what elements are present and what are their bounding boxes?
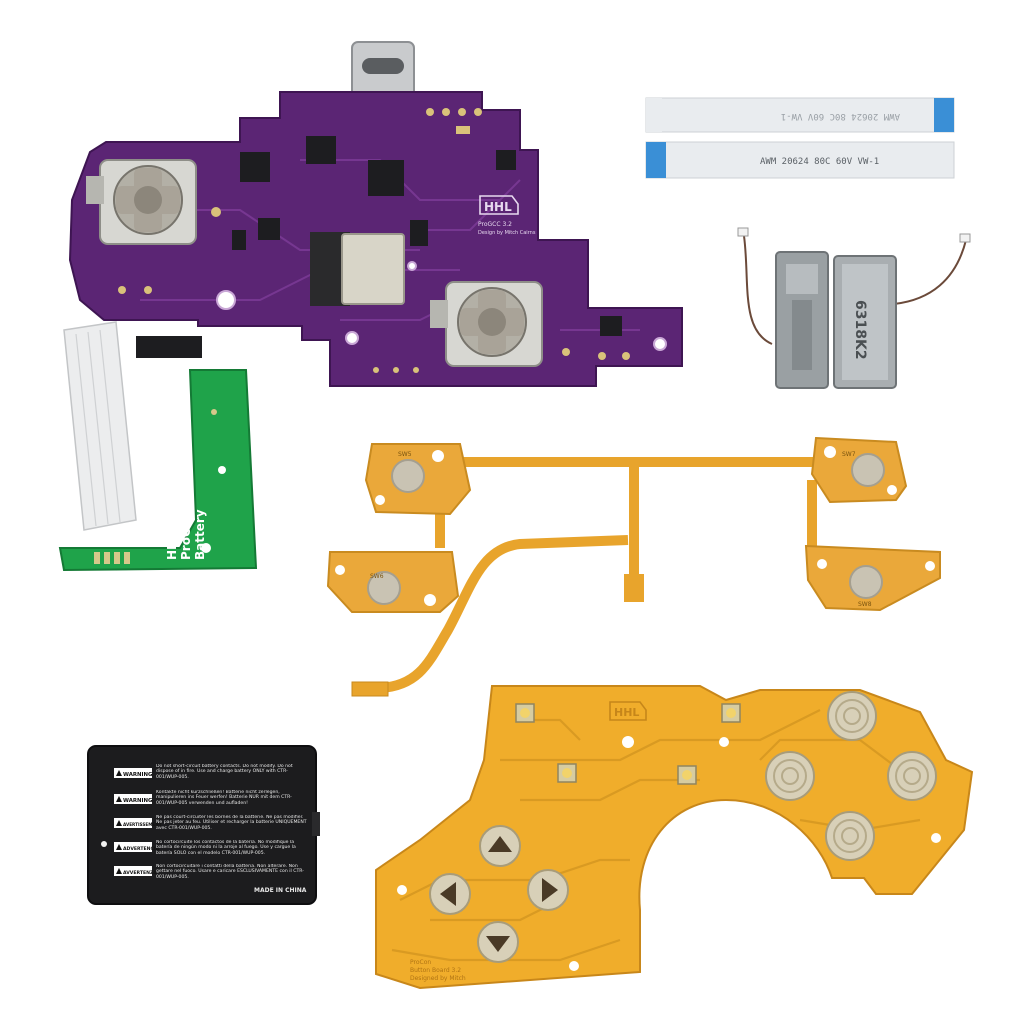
wireless-module — [310, 232, 405, 306]
flex-label-sw8: SW8 — [858, 601, 872, 608]
warning-badge: AVERTISSEMENT — [114, 818, 162, 828]
rumble-motor-marking: 6318K2 — [852, 300, 868, 360]
main-board-logo: HHL — [479, 195, 519, 215]
main-controller-board: HHL ProGCC 3.2 Design by Mitch Cairns — [68, 41, 683, 387]
button-board-logo-text: HHL — [614, 706, 639, 719]
tact-switch — [721, 703, 741, 723]
dpad-up-pad — [479, 825, 521, 867]
ffc-ribbon-cables: AWM 20624 80C 60V VW-1 AWM 20624 80C 60V… — [645, 97, 955, 179]
battery-board-brand: HHL — [165, 532, 179, 560]
warning-text-es: No cortocircuite los contactos de la bat… — [156, 840, 296, 856]
button-board: HHL ProCon Button Board 3.2 Designed by … — [375, 685, 974, 990]
flex-pad-top-left: SW5 — [364, 443, 472, 516]
flex-label-sw5: SW5 — [398, 451, 412, 458]
flex-pad-top-right: SW7 — [810, 436, 908, 504]
battery-board-line1: ProCon — [179, 511, 193, 560]
dpad-left-pad — [429, 873, 471, 915]
left-joystick — [86, 159, 197, 245]
warning-text-fr: Ne pas court-circuiter les bornes de la … — [156, 815, 307, 831]
rumble-motors: 6318K2 — [737, 227, 971, 389]
tact-switches — [515, 703, 741, 785]
ffc-bottom-marking: AWM 20624 80C 60V VW-1 — [760, 157, 879, 167]
trigger-flex-cable: SW5 SW6 SW7 SW8 — [326, 436, 941, 697]
button-board-holes — [397, 736, 941, 971]
flex-pad-bottom-left: SW6 — [326, 551, 460, 613]
face-button-pad-x — [827, 691, 877, 741]
rumble-motor-left — [775, 251, 829, 389]
warning-badge: WARNING — [114, 794, 153, 804]
main-board-holes — [216, 261, 667, 351]
ffc-top-marking: AWM 20624 80C 60V VW-1 — [781, 111, 900, 121]
warning-badge-text: WARNING — [123, 772, 153, 778]
face-button-pads — [765, 691, 937, 861]
rumble-motor-right: 6318K2 — [833, 255, 897, 389]
battery-board: HHL ProCon Battery — [58, 369, 258, 572]
battery-warning-texts: Do not short-circuit battery contacts. D… — [156, 764, 307, 880]
main-board-pads — [118, 108, 630, 373]
face-button-pad-y — [765, 751, 815, 801]
battery-warning-badges: WARNING WARNING AVERTISSEMENT ADVERTENCI… — [114, 768, 162, 876]
flex-label-sw7: SW7 — [842, 451, 856, 458]
dpad-right-pad — [527, 869, 569, 911]
warning-badge-text: AVERTISSEMENT — [123, 822, 162, 827]
warning-badge: WARNING — [114, 768, 153, 778]
battery-made-in: MADE IN CHINA — [254, 887, 307, 894]
main-board-credit: Design by Mitch Cairns — [478, 230, 536, 236]
warning-badge-text: ADVERTENCIA — [123, 846, 160, 852]
flex-label-sw6: SW6 — [370, 573, 384, 580]
main-board-title: ProGCC 3.2 — [478, 221, 512, 228]
warning-badge: ADVERTENCIA — [114, 842, 160, 852]
warning-text-en: Do not short-circuit battery contacts. D… — [156, 764, 293, 780]
battery-board-line2: Battery — [193, 509, 207, 560]
button-board-logo: HHL — [609, 701, 647, 721]
dpad-down-pad — [477, 921, 519, 963]
right-joystick — [430, 281, 543, 367]
warning-badge-text: WARNING — [123, 798, 153, 804]
button-board-label-1: ProCon — [410, 959, 431, 966]
ffc-cable-bottom: AWM 20624 80C 60V VW-1 — [645, 141, 955, 179]
tact-switch — [557, 763, 577, 783]
dpad-pads — [429, 825, 569, 963]
flex-pad-bottom-right: SW8 — [804, 544, 941, 612]
warning-text-it: Non cortocircuitare i contatti della bat… — [156, 864, 304, 880]
white-ribbon-cable — [63, 321, 137, 531]
battery-pack: WARNING WARNING AVERTISSEMENT ADVERTENCI… — [87, 745, 320, 905]
warning-badge: AVVERTENZA — [114, 866, 157, 876]
warning-text-de: Kontakte nicht kurzschließen! Batterie n… — [156, 790, 292, 806]
usb-c-connector — [351, 41, 415, 101]
face-button-pad-b — [825, 811, 875, 861]
tact-switch — [515, 703, 535, 723]
ffc-cable-top: AWM 20624 80C 60V VW-1 — [645, 97, 955, 133]
button-board-label-3: Designed by Mitch — [410, 975, 466, 982]
main-board-logo-text: HHL — [484, 200, 512, 214]
tact-switch — [677, 765, 697, 785]
warning-badge-text: AVVERTENZA — [123, 870, 157, 876]
face-button-pad-a — [887, 751, 937, 801]
main-board-chips — [136, 136, 622, 358]
battery-board-pads — [94, 552, 130, 564]
button-board-label-2: Button Board 3.2 — [410, 967, 461, 974]
